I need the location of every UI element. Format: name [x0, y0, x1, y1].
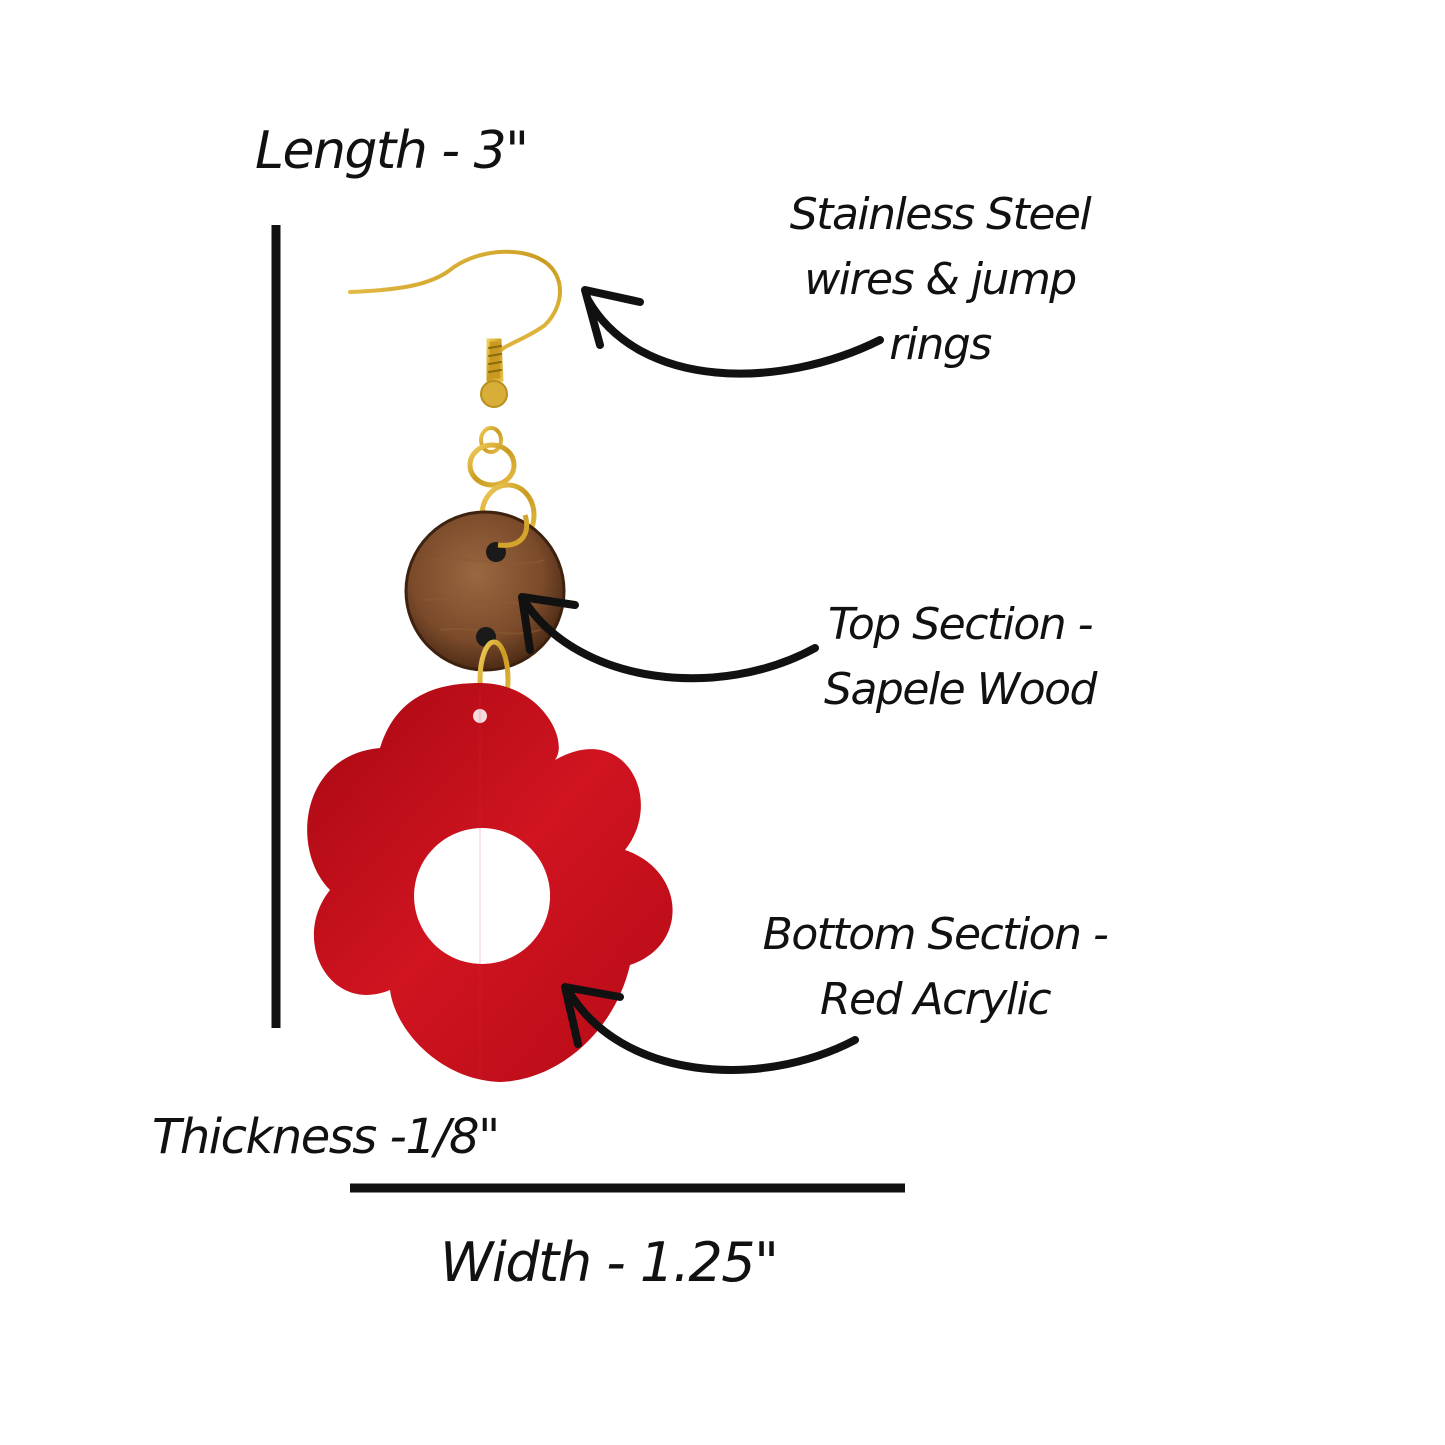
top-section-callout-line-1: Top Section -: [827, 599, 1094, 650]
arrow-top-section-icon: [518, 593, 819, 683]
bottom-section-callout-line-1: Bottom Section -: [762, 909, 1109, 960]
hardware-callout-line-3: rings: [889, 319, 992, 370]
thickness-label: Thickness -1/8": [152, 1109, 500, 1165]
arrow-hardware-icon: [581, 286, 884, 378]
arrow-bottom-section-icon: [561, 983, 859, 1074]
bottom-section-callout-line-2: Red Acrylic: [819, 974, 1052, 1025]
width-label: Width - 1.25": [440, 1231, 779, 1294]
hardware-callout-line-1: Stainless Steel: [789, 189, 1092, 240]
bottom-section-callout: Bottom Section - Red Acrylic: [740, 902, 1130, 1032]
top-section-callout: Top Section - Sapele Wood: [795, 592, 1125, 722]
top-section-callout-line-2: Sapele Wood: [824, 664, 1097, 715]
ear-wire-hook-icon: [348, 249, 562, 454]
hardware-callout-line-2: wires & jump: [804, 254, 1077, 305]
flower-charm-icon: [307, 683, 673, 1082]
length-label: Length - 3": [255, 121, 529, 181]
hardware-callout: Stainless Steel wires & jump rings: [770, 182, 1110, 377]
